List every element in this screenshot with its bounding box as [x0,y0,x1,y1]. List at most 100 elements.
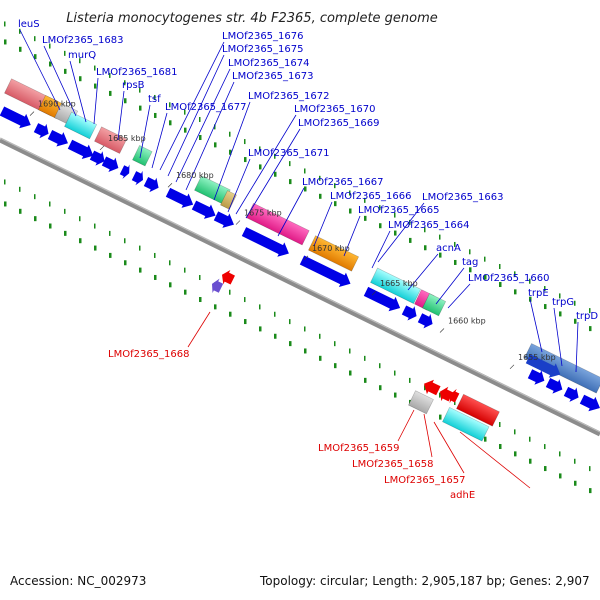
cds-arrow [545,378,563,394]
ruler-dot [544,444,546,450]
ruler-dot [544,286,546,292]
tick-label: 1660 kbp [448,317,486,326]
leader-line [185,81,235,191]
leader-line [187,311,211,348]
cds-arrow [363,286,401,312]
forward-gene-label: leuS [18,19,40,30]
ruler-dot [319,175,321,181]
ruler-dot [49,43,51,49]
cds-arrow [527,369,545,385]
tick-label: 1655 kbp [518,353,556,362]
ruler-dot [229,149,232,155]
ruler-dot [574,480,577,486]
forward-gene-label: LMOf2365_1671 [248,148,330,159]
cds-arrow [424,379,441,396]
forward-gene-label: LMOf2365_1674 [228,58,310,69]
ruler-dot [349,370,352,376]
ruler-dot [184,267,186,273]
ruler-dot [394,212,396,218]
ruler-dot [529,436,531,442]
cds-arrow [401,305,417,321]
leader-line [167,54,225,177]
reverse-gene-label: LMOf2365_1668 [108,349,190,360]
ruler-dot [559,311,562,317]
ruler-dot [529,458,532,464]
ruler-dot [334,363,337,369]
leader-line [69,60,87,123]
ruler-dot [589,466,591,472]
ruler-dot [364,197,366,203]
ruler-dot [169,260,171,266]
accession-text: Accession: NC_002973 [10,574,147,588]
ruler-dot [574,458,576,464]
ruler-dot [514,271,516,277]
forward-gene-label: trpG [552,297,574,308]
cds-arrow [440,386,453,402]
cds-arrow [579,394,600,412]
leader-line [447,283,471,309]
ruler-dot [229,131,231,137]
ruler-dot [154,252,156,258]
ruler-dot [64,68,67,74]
ruler-dot [274,333,277,339]
leader-line [397,409,415,442]
ruler-dot [124,238,126,244]
ruler-dot [64,208,66,214]
ruler-dot [334,341,336,347]
label-leaders [19,29,579,489]
ruler-dot [499,422,501,428]
forward-gene-label: trpD [576,311,598,322]
ruler-dot [334,201,337,207]
ruler-dot [454,259,457,265]
ruler-dot [169,282,172,288]
leader-line [235,114,297,215]
ruler-dot [304,186,307,192]
ruler-dot [379,205,381,211]
forward-gene-label: LMOf2365_1660 [468,273,550,284]
ruler-dot [574,318,577,324]
ruler-dot [289,161,291,167]
ruler-dot [409,377,411,383]
reverse-gene-label: LMOf2365_1658 [352,459,434,470]
cds-arrow [449,388,460,404]
ruler-dot [274,171,277,177]
forward-gene-label: rpsB [122,80,145,91]
feature-tracks [4,78,600,442]
ruler-dot [589,326,592,332]
ruler-dot [214,304,217,310]
ruler-dot [109,90,112,96]
gene-feature [408,390,434,415]
ruler-dot [49,201,51,207]
cds-arrow [131,170,143,186]
ruler-dot [124,260,127,266]
leader-line [407,253,439,291]
ruler-dot [499,264,501,270]
ruler-dot [64,50,66,56]
leader-line [529,298,543,353]
cds-arrow [67,139,94,159]
ruler-dot [79,238,82,244]
ruler-dot [244,139,246,145]
forward-gene-label: LMOf2365_1675 [222,44,304,55]
ruler-dot [259,146,261,152]
ruler-dot [259,326,262,332]
ruler-dot [199,135,202,141]
gene-feature [64,111,98,140]
ruler-dot [139,245,141,251]
gene-feature [308,235,360,272]
gene-feature [456,393,500,427]
ruler-dot [484,256,486,262]
ruler-dot [439,414,442,420]
ruler-dot [229,289,231,295]
ruler-dot [559,451,561,457]
ruler-dot [34,194,36,200]
ruler-dot [379,223,382,229]
ruler-dot [199,275,201,281]
cds-arrow [241,227,289,257]
ruler-dot [94,65,96,71]
ruler-dot [184,109,186,115]
ruler-dot [589,308,591,314]
